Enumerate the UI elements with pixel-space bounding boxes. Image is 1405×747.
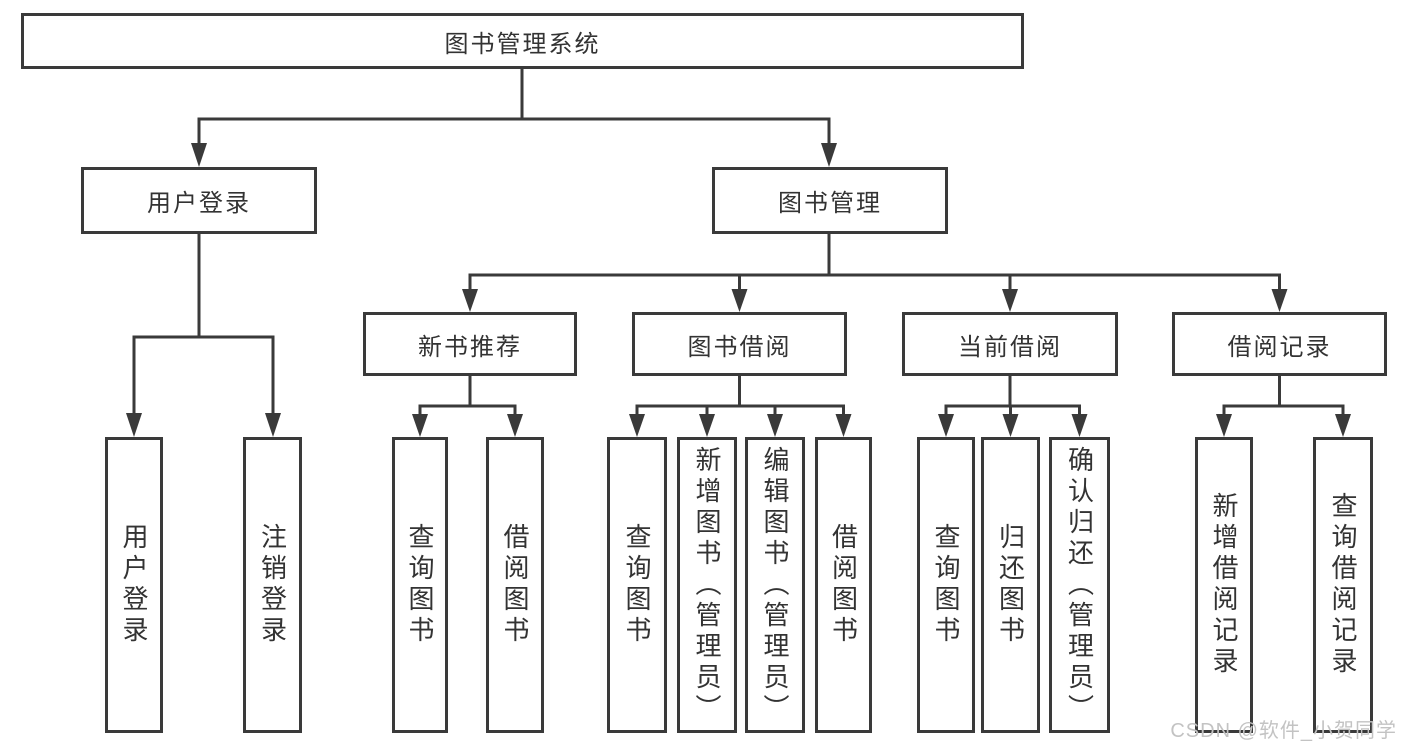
leaf-user-login: 用户登录	[105, 437, 163, 733]
leaf-query-borrow-record: 查询借阅记录	[1313, 437, 1373, 733]
node-current-borrow: 当前借阅	[902, 312, 1118, 376]
node-borrow-records: 借阅记录	[1172, 312, 1387, 376]
leaf-return-books: 归还图书	[981, 437, 1040, 733]
leaf-add-books-admin: 新增图书（管理员）	[677, 437, 737, 733]
leaf-borrow-books: 借阅图书	[815, 437, 872, 733]
leaf-edit-books-admin: 编辑图书（管理员）	[745, 437, 805, 733]
node-root-system: 图书管理系统	[21, 13, 1024, 69]
leaf-confirm-return-admin: 确认归还（管理员）	[1049, 437, 1110, 733]
leaf-borrow-books-recommend: 借阅图书	[486, 437, 544, 733]
csdn-watermark: CSDN @软件_小贺同学	[1170, 720, 1397, 742]
node-book-borrow: 图书借阅	[632, 312, 847, 376]
leaf-add-borrow-record: 新增借阅记录	[1195, 437, 1253, 733]
node-user-login-branch: 用户登录	[81, 167, 317, 234]
node-new-book-recommend: 新书推荐	[363, 312, 577, 376]
leaf-logout: 注销登录	[243, 437, 302, 733]
leaf-query-books-borrow: 查询图书	[607, 437, 667, 733]
leaf-query-books-recommend: 查询图书	[392, 437, 448, 733]
node-book-management-branch: 图书管理	[712, 167, 948, 234]
leaf-query-books-current: 查询图书	[917, 437, 975, 733]
arrowheads	[126, 143, 1351, 437]
